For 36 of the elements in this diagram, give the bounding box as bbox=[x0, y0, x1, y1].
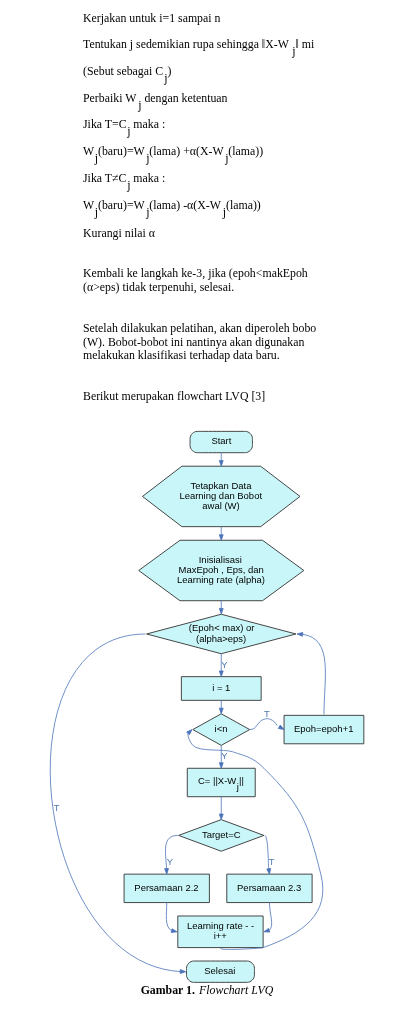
edge-label: T bbox=[268, 856, 275, 868]
arrow bbox=[264, 835, 272, 875]
edge-label: Y bbox=[221, 658, 228, 670]
node-diamond: i<n bbox=[192, 713, 251, 746]
label: Kerjakan untuk i=1 sampai n bbox=[83, 10, 221, 25]
edge-label: T bbox=[53, 801, 60, 813]
node-box: Start bbox=[189, 430, 253, 454]
arrow bbox=[218, 526, 224, 541]
label: Berikut merupakan flowchart LVQ [3] bbox=[83, 389, 266, 404]
node-diamond: Target=C bbox=[178, 819, 265, 852]
edge-label: T bbox=[263, 707, 270, 719]
arrow bbox=[165, 902, 178, 933]
edge-label: Y bbox=[221, 750, 228, 762]
arrow bbox=[263, 902, 273, 933]
node-box: Epoh=epoh+1 bbox=[283, 714, 365, 745]
caption: Gambar 1. Flowchart LVQ bbox=[140, 983, 274, 998]
arrow bbox=[249, 718, 285, 730]
node-box: Persamaan 2.2 bbox=[123, 873, 210, 904]
node-box: Persamaan 2.3 bbox=[226, 873, 313, 904]
label: Kembali ke langkah ke-3, jika (epoh<makEpoh (α>eps) tidak terpenuhi, selesai. bbox=[83, 266, 308, 294]
arrow bbox=[296, 632, 326, 715]
arrow bbox=[50, 633, 187, 974]
node-box: i = 1 bbox=[180, 676, 262, 701]
arrow bbox=[218, 653, 224, 677]
edge-label: Y bbox=[166, 856, 174, 868]
arrow bbox=[218, 452, 224, 467]
node-box: Learning rate - - i++ bbox=[177, 915, 264, 949]
node-diamond: (Epoh< max) or (alpha>eps) bbox=[146, 613, 297, 655]
label: Kurangi nilai α bbox=[83, 225, 155, 240]
node-box: Selesai bbox=[186, 960, 255, 983]
label: Setelah dilakukan pelatihan, akan diperoleh bobo (W). Bobot-bobot ini nantinya akan digunakan melakukan klasifikasi terhadap data baru. bbox=[83, 321, 317, 363]
arrow bbox=[218, 700, 224, 715]
arrow bbox=[218, 745, 224, 769]
arrow bbox=[218, 796, 224, 820]
arrow bbox=[218, 600, 224, 615]
arrow bbox=[164, 835, 179, 875]
